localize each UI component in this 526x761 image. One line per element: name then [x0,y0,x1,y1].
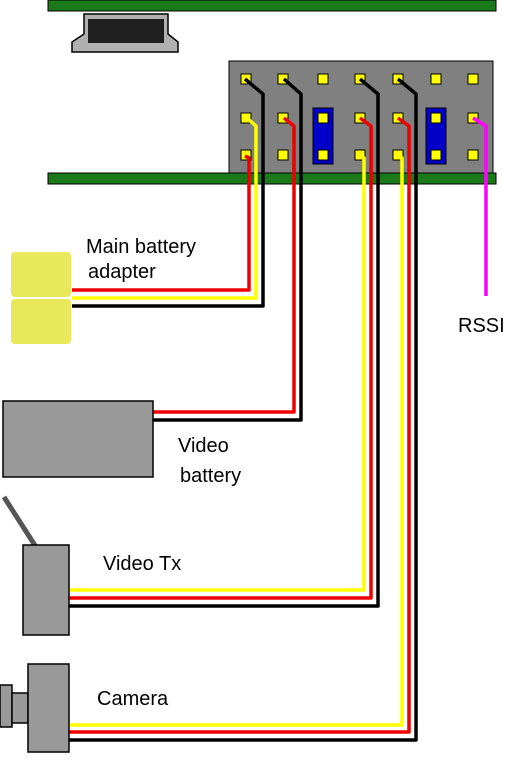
usb-connector-icon [71,13,179,53]
main-battery-red-wire [72,154,251,292]
video-tx-red-wire [69,116,373,600]
camera-icon [0,663,70,753]
pin [467,149,479,161]
video-tx-label: Video Tx [103,553,181,575]
video-battery-red-wire [153,116,296,414]
pin [467,73,479,85]
rssi-label: RSSI [458,315,505,337]
video-battery-icon [2,400,154,478]
pin [317,112,329,124]
camera-yellow-wire [69,154,404,727]
camera-label: Camera [97,688,169,710]
pin [277,73,289,85]
pin [430,149,442,161]
video-battery-black-wire [153,77,303,422]
pin [317,73,329,85]
video-transmitter-icon [1,495,70,636]
main-battery-label-line2: adapter [88,261,156,283]
camera-wires [69,77,418,742]
top-pcb-strip [47,0,497,12]
main-battery-black-wire [72,77,265,308]
video-tx-wires [69,77,380,608]
video-battery-wires [153,77,303,422]
pin [240,112,252,124]
camera-black-wire [69,77,418,742]
pin [392,149,404,161]
video-battery-label-line1: Video [178,435,229,457]
main-battery-yellow-wire [72,116,258,300]
main-battery-label-line1: Main battery [86,236,196,258]
video-tx-yellow-wire [69,154,366,592]
battery-adapter-icon [11,252,71,344]
pin [277,112,289,124]
video-battery-label-line2: battery [180,465,241,487]
bottom-pcb-strip [47,172,497,185]
rssi-magenta-wire [472,116,488,296]
camera-red-wire [69,116,411,734]
video-tx-black-wire [69,77,380,608]
pin [430,112,442,124]
pin [317,149,329,161]
pin [277,149,289,161]
main-battery-wires [72,77,265,308]
pin [430,73,442,85]
pin [354,149,366,161]
